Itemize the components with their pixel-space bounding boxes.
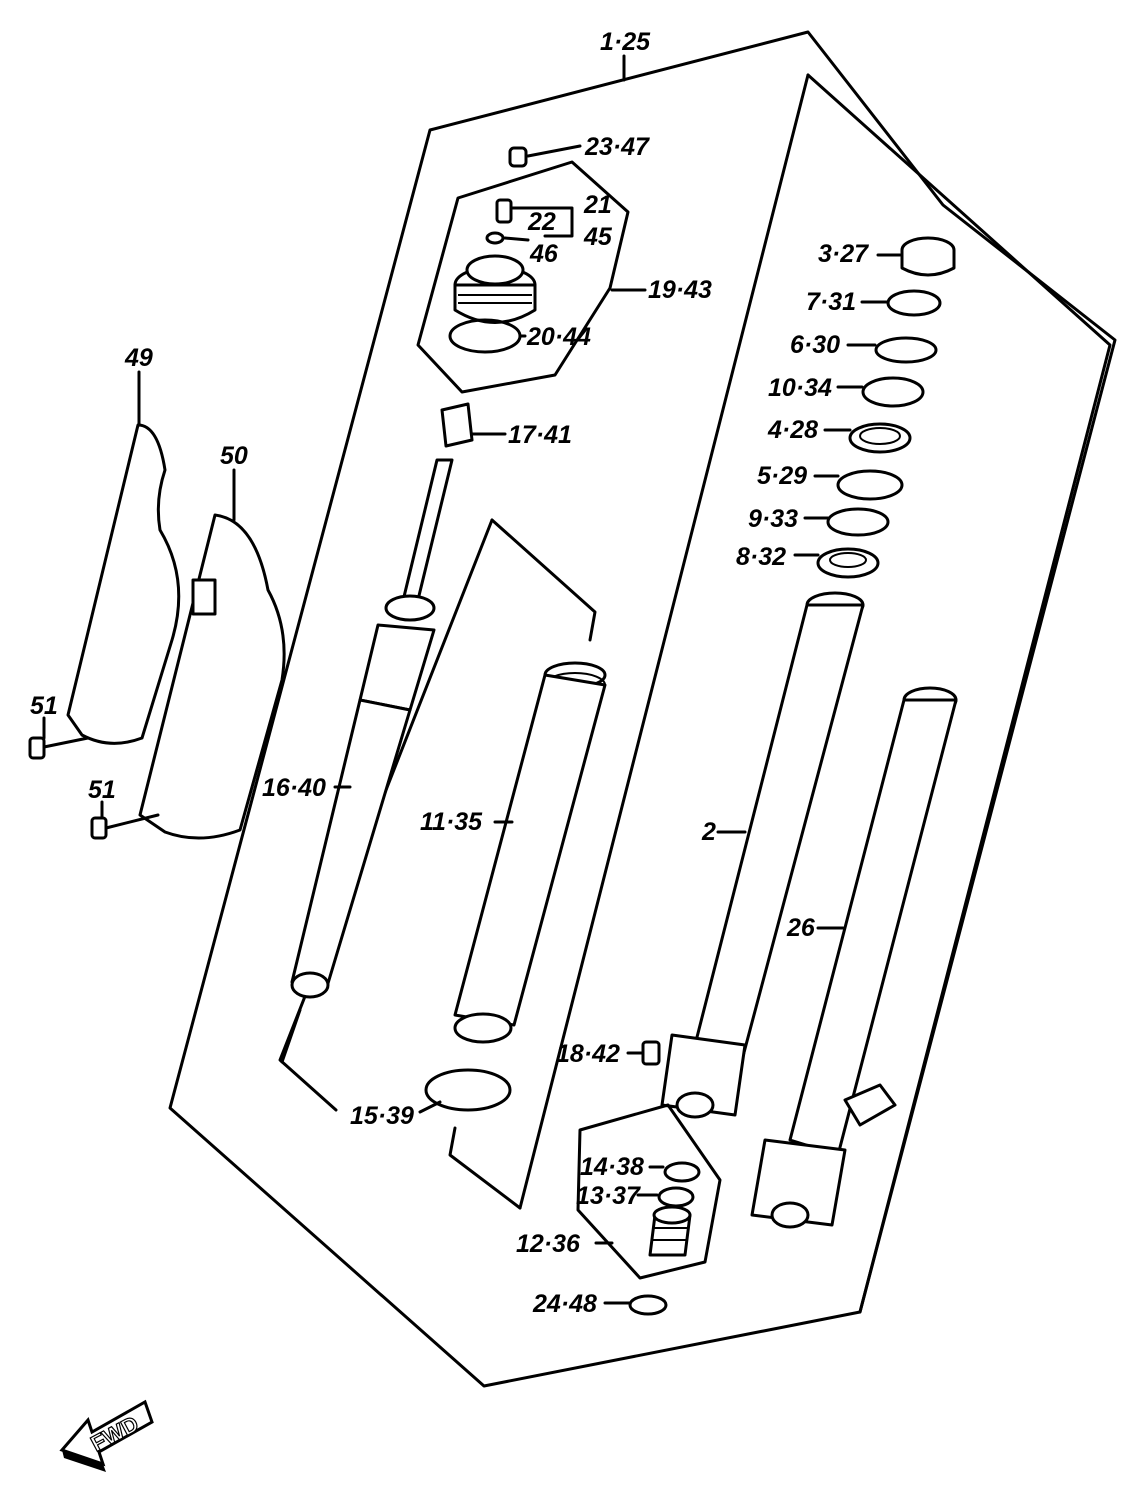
label-45: 45 xyxy=(583,223,613,251)
label-5-29: 5·29 xyxy=(757,462,807,490)
bushing-7 xyxy=(886,289,942,317)
cap-group-box xyxy=(416,160,630,394)
valve-bolt-12-top xyxy=(652,1205,692,1225)
dust-seal-9 xyxy=(826,507,890,537)
label-4-28: 4·28 xyxy=(767,416,818,444)
pinch-bolt xyxy=(641,1040,661,1066)
guard-bolt-51b xyxy=(90,816,108,840)
label-50: 50 xyxy=(220,442,248,470)
label-21: 21 xyxy=(583,191,612,219)
large-o-ring xyxy=(424,1068,512,1112)
oil-seal-4-inner xyxy=(859,427,901,445)
damper-cartridge-tube xyxy=(290,698,412,992)
leader-21-22 xyxy=(510,206,574,238)
caliper-mount-26 xyxy=(843,1083,897,1127)
axle-bore-26 xyxy=(770,1201,810,1229)
o-ring-14 xyxy=(663,1161,701,1183)
label-46: 46 xyxy=(529,240,559,268)
spacer-10 xyxy=(861,376,925,408)
guard-bolt-51b-shaft xyxy=(104,813,160,830)
label-17-41: 17·41 xyxy=(508,421,572,449)
damper-nut xyxy=(384,594,436,622)
label-8-32: 8·32 xyxy=(736,543,786,571)
guard-bolt-51a-shaft xyxy=(42,736,90,749)
guard-50-bracket xyxy=(191,578,217,616)
dust-seal-8-inner xyxy=(829,552,867,568)
label-13-37: 13·37 xyxy=(576,1182,641,1210)
valve-group-box xyxy=(576,1103,722,1280)
guard-bolt-51a xyxy=(28,736,46,760)
label-22: 22 xyxy=(527,208,556,236)
label-11-35: 11·35 xyxy=(420,808,483,836)
inner-tube-bottom xyxy=(453,1012,513,1044)
label-18-42: 18·42 xyxy=(556,1040,620,1068)
o-ring-13 xyxy=(657,1186,695,1208)
stop-ring-5 xyxy=(836,469,904,501)
air-valve-cap xyxy=(508,146,528,168)
assembly-outline xyxy=(168,30,1117,1388)
damper-bracket xyxy=(448,1126,522,1210)
label-1-25: 1·25 xyxy=(600,28,651,56)
inner-tube-body xyxy=(453,673,607,1027)
outer-tube-26-axle-bracket xyxy=(750,1138,847,1227)
leader-23-47 xyxy=(526,144,582,158)
label-24-48: 24·48 xyxy=(532,1290,597,1318)
separator-line xyxy=(518,73,810,1210)
inner-tube-bracket-left xyxy=(278,518,494,1112)
cap-o-ring xyxy=(448,318,522,354)
fork-guard-49 xyxy=(66,423,181,745)
damper-bracket-top xyxy=(280,1008,302,1064)
label-6-30: 6·30 xyxy=(790,331,840,359)
label-49: 49 xyxy=(124,344,153,372)
small-washer xyxy=(485,231,505,245)
label-19-43: 19·43 xyxy=(648,276,712,304)
gasket-24 xyxy=(628,1294,668,1316)
adjuster-bolt xyxy=(495,198,513,224)
label-51a: 51 xyxy=(30,692,58,720)
label-10-34: 10·34 xyxy=(768,374,832,402)
label-20-44: 20·44 xyxy=(526,323,591,351)
washer-6 xyxy=(874,336,938,364)
outer-tube-group-line xyxy=(806,73,1112,1314)
damper-bottom xyxy=(290,971,330,999)
leader-46 xyxy=(503,236,530,242)
label-3-27: 3·27 xyxy=(818,240,869,268)
label-16-40: 16·40 xyxy=(262,774,326,802)
label-23-47: 23·47 xyxy=(584,133,650,161)
label-12-36: 12·36 xyxy=(516,1230,581,1258)
label-26: 26 xyxy=(786,914,816,942)
label-14-38: 14·38 xyxy=(580,1153,644,1181)
damper-rod-shaft xyxy=(400,458,454,610)
guide-bushing-3-side xyxy=(900,250,956,277)
label-15-39: 15·39 xyxy=(350,1102,414,1130)
axle-bore-2 xyxy=(675,1091,715,1119)
inner-tube-bracket xyxy=(490,518,597,642)
leader-15-39 xyxy=(418,1100,442,1114)
label-2: 2 xyxy=(701,818,716,846)
label-51b: 51 xyxy=(88,776,116,804)
fork-guard-50 xyxy=(138,513,286,840)
fork-cap-head xyxy=(465,254,525,286)
label-7-31: 7·31 xyxy=(806,288,856,316)
fwd-arrow-icon: FWD xyxy=(59,1399,154,1472)
spacer-collar xyxy=(440,402,474,448)
label-9-33: 9·33 xyxy=(748,505,798,533)
